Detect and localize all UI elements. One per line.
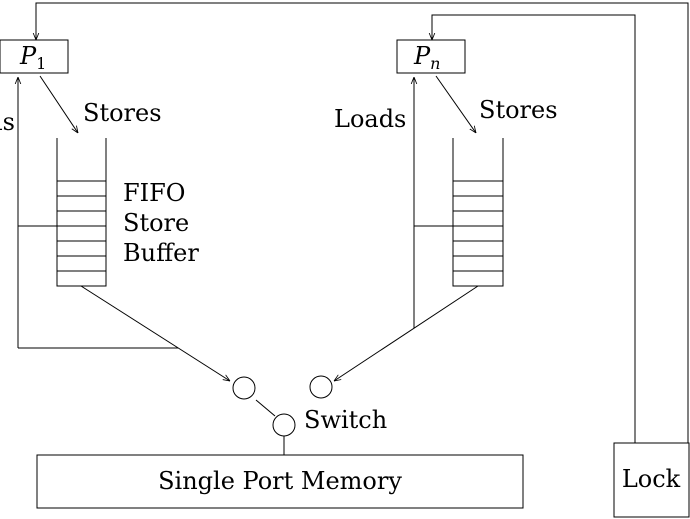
lock-wire-pn <box>432 14 636 443</box>
fifo-store-buffer-right <box>452 138 504 287</box>
buffer-label-store: Store <box>123 209 189 237</box>
switch-pivot <box>272 413 296 437</box>
buffer-to-switch-left <box>80 285 230 381</box>
stores-arrow-right <box>435 75 476 133</box>
stores-arrow-left <box>39 75 78 133</box>
buffer-label-fifo: FIFO <box>123 179 185 207</box>
processor-pn-label: Pn <box>413 42 440 73</box>
switch-contact-right <box>309 375 333 399</box>
loads-label-left: Loads <box>0 108 15 136</box>
stores-label-right: Stores <box>479 96 558 124</box>
memory-label: Single Port Memory <box>158 467 402 495</box>
single-port-memory-box <box>36 454 524 509</box>
processor-pn-box <box>396 39 466 74</box>
buffer-label-buffer: Buffer <box>123 239 199 267</box>
buffer-to-switch-right <box>334 285 479 381</box>
lock-wire-p1 <box>36 2 689 443</box>
stores-label-left: Stores <box>83 99 162 127</box>
fifo-store-buffer-left <box>56 138 107 287</box>
loads-label-right: Loads <box>334 105 406 133</box>
switch-contact-left <box>232 376 256 400</box>
lock-box <box>613 442 690 518</box>
processor-p1-box <box>0 39 69 74</box>
switch-lever <box>255 399 276 417</box>
switch-label: Switch <box>304 406 387 434</box>
lock-label: Lock <box>622 465 681 493</box>
processor-p1-label: P1 <box>19 42 46 73</box>
